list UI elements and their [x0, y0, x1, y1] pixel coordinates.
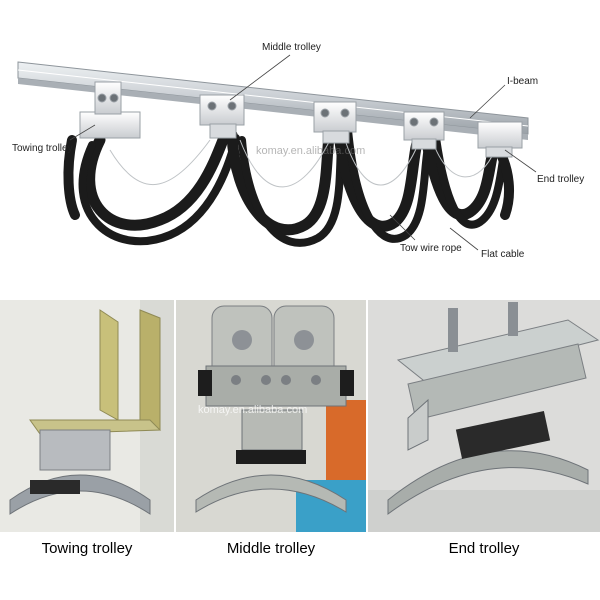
label-end-trolley: End trolley	[537, 174, 585, 185]
caption-middle-trolley: Middle trolley	[226, 540, 316, 557]
middle-trolley-watermark: komay.en.alibaba.com	[198, 404, 308, 416]
towing-trolley-illustration	[0, 300, 174, 532]
caption-end-trolley: End trolley	[448, 540, 520, 557]
photo-towing-trolley	[0, 300, 174, 532]
caption-towing-trolley: Towing trolley	[41, 540, 133, 557]
label-towing-trolley: Towing trolley	[12, 143, 73, 154]
festoon-illustration	[17, 54, 537, 251]
middle-trolley-illustration	[176, 300, 366, 532]
label-flat-cable: Flat cable	[481, 249, 525, 260]
festoon-system-diagram: Middle trolley I-beam Towing trolley End…	[0, 0, 600, 280]
photo-end-trolley	[368, 300, 600, 532]
tow-wire-rope	[109, 139, 496, 188]
label-tow-wire-rope: Tow wire rope	[400, 243, 462, 254]
leader-lines	[69, 54, 537, 251]
diagram-watermark: komay.en.alibaba.com	[256, 145, 366, 157]
trolley-shapes	[79, 81, 523, 158]
label-i-beam: I-beam	[507, 76, 539, 87]
photo-middle-trolley: komay.en.alibaba.com	[176, 300, 366, 532]
label-middle-trolley: Middle trolley	[262, 42, 321, 53]
end-trolley-illustration	[368, 300, 600, 532]
flat-cable-loops	[63, 119, 514, 247]
